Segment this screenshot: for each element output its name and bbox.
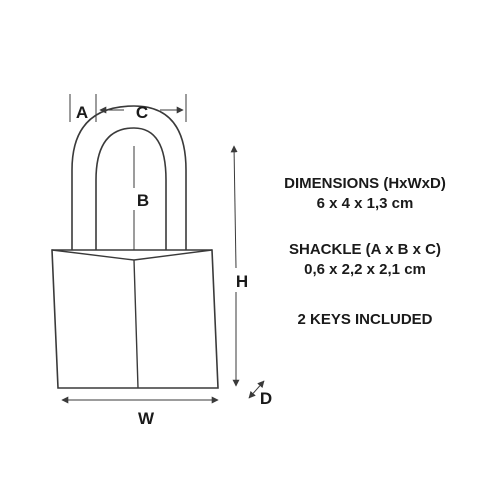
dim-b-label: B <box>137 191 149 210</box>
dim-h-arrow-up <box>230 145 238 269</box>
padlock-body <box>51 249 219 389</box>
keys-spec: 2 KEYS INCLUDED <box>250 310 480 330</box>
body-top-ridge <box>51 249 213 261</box>
dim-d-label: D <box>260 389 272 408</box>
shackle-spec: SHACKLE (A x B x C) 0,6 x 2,2 x 2,1 cm <box>250 240 480 280</box>
body-center-line <box>133 259 139 389</box>
dimensions-title: DIMENSIONS (HxWxD) <box>284 175 446 192</box>
shackle-value: 0,6 x 2,2 x 2,1 cm <box>304 261 426 278</box>
shackle-outline <box>71 105 187 250</box>
dim-d-arrow <box>248 380 265 399</box>
keys-included: 2 KEYS INCLUDED <box>297 311 433 328</box>
dimensions-spec: DIMENSIONS (HxWxD) 6 x 4 x 1,3 cm <box>250 174 480 214</box>
shackle-inner-outline <box>95 127 167 250</box>
dim-h-label: H <box>236 272 248 291</box>
dim-c-label: C <box>136 103 148 122</box>
dimensions-value: 6 x 4 x 1,3 cm <box>316 195 414 212</box>
shackle-title: SHACKLE (A x B x C) <box>289 241 441 258</box>
dim-a-label: A <box>76 103 88 122</box>
dim-w-label: W <box>138 409 155 428</box>
